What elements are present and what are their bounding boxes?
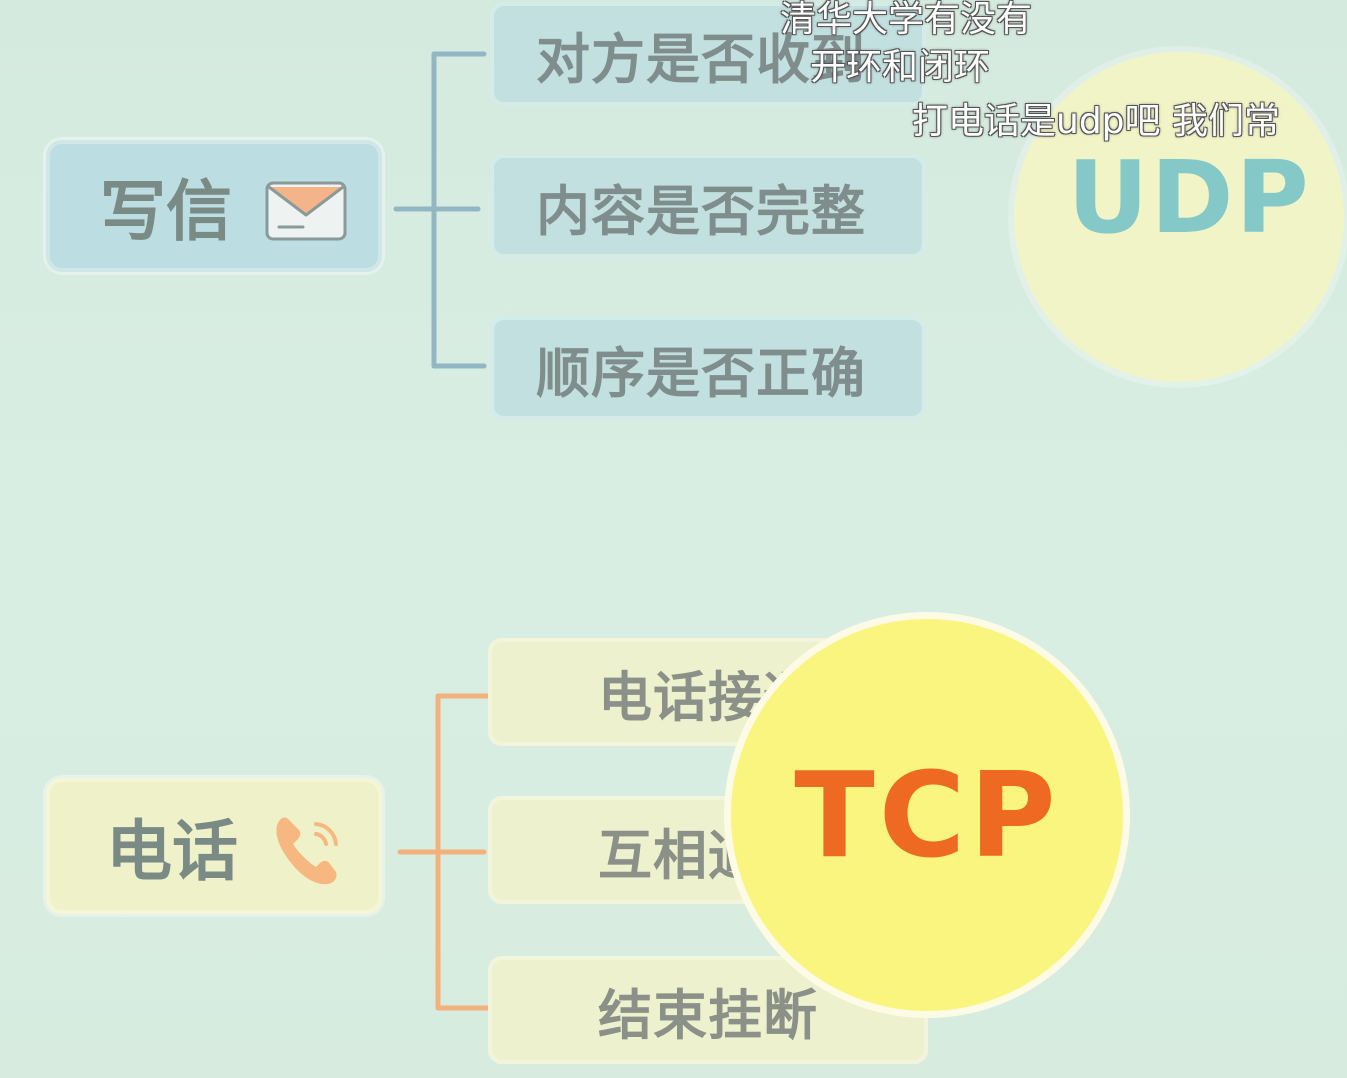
bullet-comment-1: 清华大学有没有 <box>780 0 1033 40</box>
phone-root-label: 电话 <box>106 813 238 890</box>
letter-item-3: 顺序是否正确 <box>490 316 926 420</box>
letter-connectors <box>393 51 487 369</box>
phone-icon <box>270 810 350 906</box>
letter-item-1: 对方是否收到 <box>490 2 926 106</box>
bullet-comment-3: 打电话是udp吧 我们常 <box>912 101 1280 142</box>
letter-item-1-label: 对方是否收到 <box>536 27 866 91</box>
tcp-label: TCP <box>794 746 1060 884</box>
tcp-badge: TCP <box>724 612 1130 1018</box>
letter-root-label: 写信 <box>100 173 232 250</box>
phone-root-node: 电话 <box>46 778 382 914</box>
envelope-icon <box>265 180 347 257</box>
phone-connectors <box>397 693 491 1011</box>
letter-item-2-label: 内容是否完整 <box>536 179 866 243</box>
bullet-comment-2: 开环和闭环 <box>810 47 991 88</box>
letter-item-2: 内容是否完整 <box>490 154 926 258</box>
udp-label: UDP <box>1067 138 1311 256</box>
udp-badge: UDP <box>1014 52 1344 382</box>
phone-item-3-label: 结束挂断 <box>598 983 818 1047</box>
letter-root-node: 写信 <box>46 140 382 272</box>
letter-item-3-label: 顺序是否正确 <box>536 341 866 405</box>
